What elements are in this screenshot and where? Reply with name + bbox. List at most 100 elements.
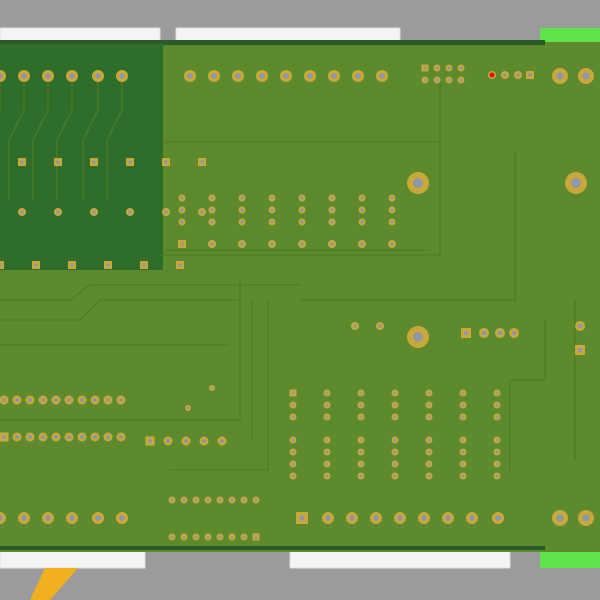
drill-hole [270, 196, 274, 200]
drill-hole [201, 438, 207, 444]
drill-hole [186, 406, 190, 410]
drill-hole [330, 242, 334, 246]
trace [32, 76, 49, 200]
drill-hole [56, 210, 60, 214]
drill-hole [495, 391, 499, 395]
drill-hole [461, 462, 465, 466]
drill-hole [461, 391, 465, 395]
drill-hole [359, 462, 363, 466]
drill-hole [291, 450, 295, 454]
trace [82, 76, 99, 200]
drill-hole [235, 73, 241, 79]
drill-hole [393, 391, 397, 395]
drill-hole [21, 73, 27, 79]
drill-hole [435, 78, 439, 82]
drill-hole [427, 415, 431, 419]
drill-hole [53, 397, 59, 403]
drill-hole [325, 474, 329, 478]
drill-hole [459, 66, 463, 70]
drill-hole [359, 474, 363, 478]
drill-hole [119, 73, 125, 79]
drill-hole [359, 415, 363, 419]
drill-hole [461, 403, 465, 407]
drill-hole [210, 196, 214, 200]
drill-hole [240, 242, 244, 246]
drill-hole [291, 474, 295, 478]
drill-hole [92, 210, 96, 214]
drill-hole [66, 434, 72, 440]
drill-hole [118, 434, 124, 440]
drill-hole [182, 498, 186, 502]
drill-hole [147, 438, 153, 444]
drill-hole [180, 220, 184, 224]
drill-hole [421, 515, 427, 521]
traces [0, 76, 576, 471]
drill-hole [307, 73, 313, 79]
drill-hole [119, 515, 125, 521]
drill-hole [180, 196, 184, 200]
drill-hole [427, 462, 431, 466]
drill-hole [495, 462, 499, 466]
drill-hole [495, 450, 499, 454]
drill-hole [219, 438, 225, 444]
drill-hole [461, 474, 465, 478]
drill-hole [240, 196, 244, 200]
drill-hole [95, 73, 101, 79]
red-marker [489, 72, 495, 78]
drill-hole [393, 474, 397, 478]
drill-hole [40, 397, 46, 403]
drill-hole [300, 220, 304, 224]
trace [300, 150, 516, 301]
drill-hole [105, 434, 111, 440]
drill-hole [0, 263, 2, 267]
drill-hole [164, 160, 168, 164]
green-connector [540, 548, 600, 568]
drill-hole [211, 73, 217, 79]
drill-hole [291, 403, 295, 407]
drill-hole [349, 515, 355, 521]
drill-hole [511, 330, 517, 336]
drill-hole [445, 515, 451, 521]
drill-hole [291, 415, 295, 419]
drill-hole [40, 434, 46, 440]
trace [8, 76, 25, 200]
drill-hole [577, 347, 583, 353]
drill-hole [359, 450, 363, 454]
drill-hole [56, 160, 60, 164]
drill-hole [359, 438, 363, 442]
drill-hole [240, 220, 244, 224]
drill-hole [379, 73, 385, 79]
drill-hole [299, 515, 305, 521]
drill-hole [393, 403, 397, 407]
drill-hole [330, 196, 334, 200]
drill-hole [360, 220, 364, 224]
drill-hole [21, 515, 27, 521]
pcb-bottom-edge [0, 546, 545, 550]
drill-hole [459, 78, 463, 82]
drill-hole [242, 498, 246, 502]
edge-connectors [0, 27, 600, 569]
drill-hole [206, 498, 210, 502]
drill-hole [95, 515, 101, 521]
drill-hole [447, 78, 451, 82]
drill-hole [325, 438, 329, 442]
drill-hole [556, 514, 564, 522]
drill-hole [142, 263, 146, 267]
drill-hole [427, 474, 431, 478]
drill-hole [582, 514, 590, 522]
drill-hole [325, 450, 329, 454]
trace [0, 280, 241, 421]
drill-hole [183, 438, 189, 444]
drill-hole [180, 242, 184, 246]
drill-hole [360, 208, 364, 212]
drill-hole [360, 196, 364, 200]
drill-hole [461, 438, 465, 442]
drill-hole [178, 263, 182, 267]
drill-hole [577, 323, 583, 329]
drill-hole [210, 386, 214, 390]
drill-hole [291, 438, 295, 442]
round-pad [0, 512, 6, 524]
drill-hole [447, 66, 451, 70]
drill-hole [27, 397, 33, 403]
